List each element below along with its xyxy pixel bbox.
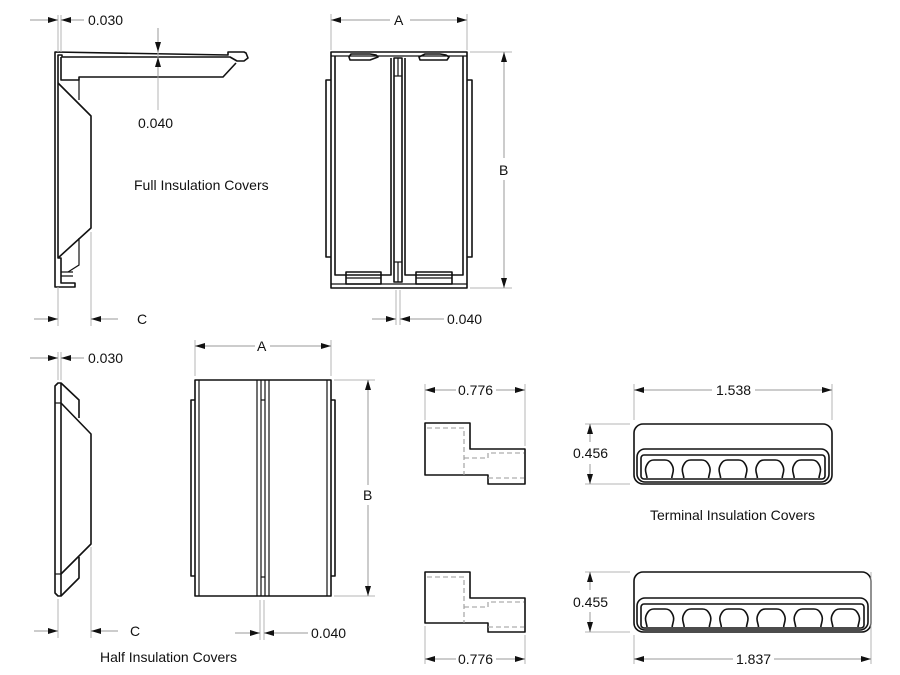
- caption-terminal-insulation: Terminal Insulation Covers: [650, 507, 815, 523]
- caption-half-insulation: Half Insulation Covers: [100, 649, 237, 665]
- terminal-slot: [644, 608, 675, 628]
- dim-label-height: 0.456: [573, 445, 608, 461]
- half-cover-side-view: 0.030 C: [30, 350, 140, 639]
- terminal5-front-view: 1.538 0.456: [573, 382, 833, 485]
- dim-label-height-b: B: [363, 487, 372, 503]
- full-cover-front-view: A B 0.040: [325, 12, 512, 327]
- dim-label-side-width: 0.776: [458, 651, 493, 667]
- terminal-slot: [830, 608, 861, 628]
- dim-label-length: 1.538: [716, 382, 751, 398]
- terminal6-front-view: 0.455 1.837: [573, 571, 872, 667]
- dim-label-gap: 0.040: [311, 625, 346, 641]
- dim-label-side-width: 0.776: [458, 382, 493, 398]
- dim-label-length: 1.837: [736, 651, 771, 667]
- dim-label-depth: C: [137, 311, 147, 327]
- terminal-slot: [755, 459, 785, 479]
- terminal-slot: [681, 459, 711, 479]
- terminal-slot: [793, 608, 824, 628]
- dim-label-thickness: 0.030: [88, 350, 123, 366]
- dim-label-width-a: A: [394, 12, 404, 28]
- terminal-slot: [681, 608, 712, 628]
- half-cover-front-view: A B 0.040: [190, 338, 375, 641]
- terminal5-slots: [644, 459, 822, 479]
- dim-label-width-a: A: [257, 338, 267, 354]
- terminal-slot: [791, 459, 822, 479]
- dim-label-height-b: B: [499, 162, 508, 178]
- full-side-inner-leg: [60, 57, 237, 81]
- full-side-outline: [54, 51, 249, 288]
- terminal-slot: [644, 459, 675, 479]
- terminal6-slots: [644, 608, 861, 628]
- dim-label-gap: 0.040: [447, 311, 482, 327]
- terminal-slot: [756, 608, 786, 628]
- dim-label-height: 0.455: [573, 594, 608, 610]
- caption-full-insulation: Full Insulation Covers: [134, 177, 269, 193]
- full-cover-side-view: 0.030 0.040 C: [30, 12, 249, 327]
- terminal-slot: [719, 608, 749, 628]
- terminal5-side-view: 0.776: [424, 382, 526, 485]
- terminal6-side-view: 0.776: [424, 571, 526, 667]
- full-side-taper: [57, 82, 92, 259]
- dim-label-lip: 0.040: [138, 115, 173, 131]
- dim-label-depth: C: [130, 623, 140, 639]
- dim-label-thickness: 0.030: [88, 12, 123, 28]
- terminal-slot: [718, 459, 748, 479]
